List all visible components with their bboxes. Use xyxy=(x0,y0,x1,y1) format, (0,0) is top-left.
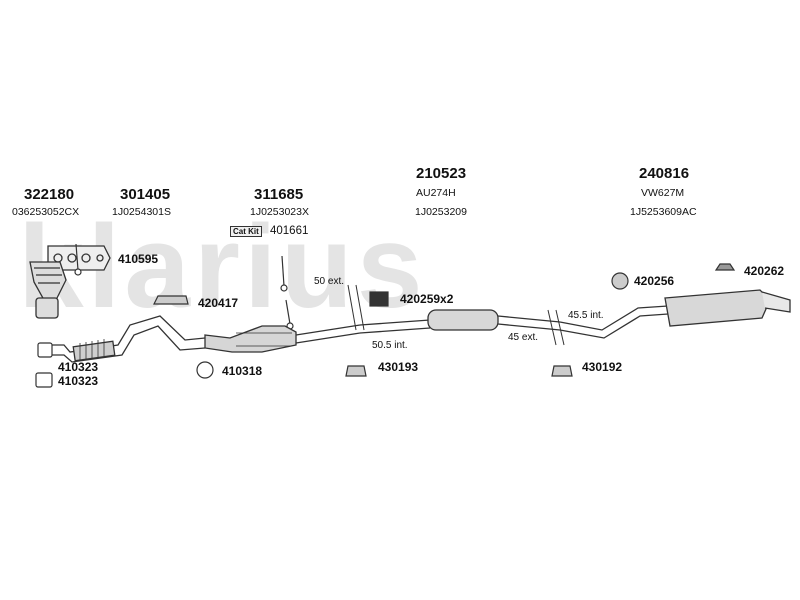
manifold-catalyst xyxy=(29,261,67,319)
rear-silencer xyxy=(559,289,791,339)
fitting-420259: 420259x2 xyxy=(400,292,454,306)
group-oe-311685: 1J0253023X xyxy=(250,206,309,218)
fitting-icons xyxy=(35,263,736,388)
group-oe-322180: 036253052CX xyxy=(12,206,80,218)
group-oe-210523: AU274H xyxy=(416,187,456,199)
stud-bolts xyxy=(74,243,294,330)
dim-50-ext: 50 ext. xyxy=(314,276,345,287)
fitting-420256: 420256 xyxy=(634,274,675,288)
cat-kit-tag: Cat Kit xyxy=(230,226,262,237)
group-part-311685: 311685 xyxy=(254,186,304,203)
fitting-430192: 430192 xyxy=(582,360,623,374)
group-part-322180: 322180 xyxy=(24,186,75,203)
fitting-420417: 420417 xyxy=(198,296,239,310)
group-part-210523: 210523 xyxy=(416,165,467,182)
fitting-410595: 410595 xyxy=(118,252,159,266)
dim-50-5-int: 50.5 int. xyxy=(372,340,408,351)
fitting-420262: 420262 xyxy=(744,264,785,278)
group-oe2-240816: 1J5253609AC xyxy=(630,206,697,218)
front-pipe-flex xyxy=(42,315,206,363)
group-part-301405: 301405 xyxy=(120,186,171,203)
center-silencer xyxy=(359,309,561,334)
group-oe-240816: VW627M xyxy=(641,187,685,199)
fitting-430193: 430193 xyxy=(378,360,419,374)
fitting-410323-a: 410323 xyxy=(58,360,99,374)
dim-45-5-int: 45.5 int. xyxy=(568,310,604,321)
fitting-410323-b: 410323 xyxy=(58,374,99,388)
catalytic-converter xyxy=(204,324,361,353)
group-oe2-210523: 1J0253209 xyxy=(415,206,467,218)
dim-45-ext: 45 ext. xyxy=(508,332,539,343)
dimension-lines xyxy=(347,284,565,346)
group-part-240816: 240816 xyxy=(639,165,690,182)
cat-kit-part: 401661 xyxy=(270,225,309,237)
fitting-410318: 410318 xyxy=(222,364,263,378)
group-oe-301405: 1J0254301S xyxy=(112,206,171,218)
